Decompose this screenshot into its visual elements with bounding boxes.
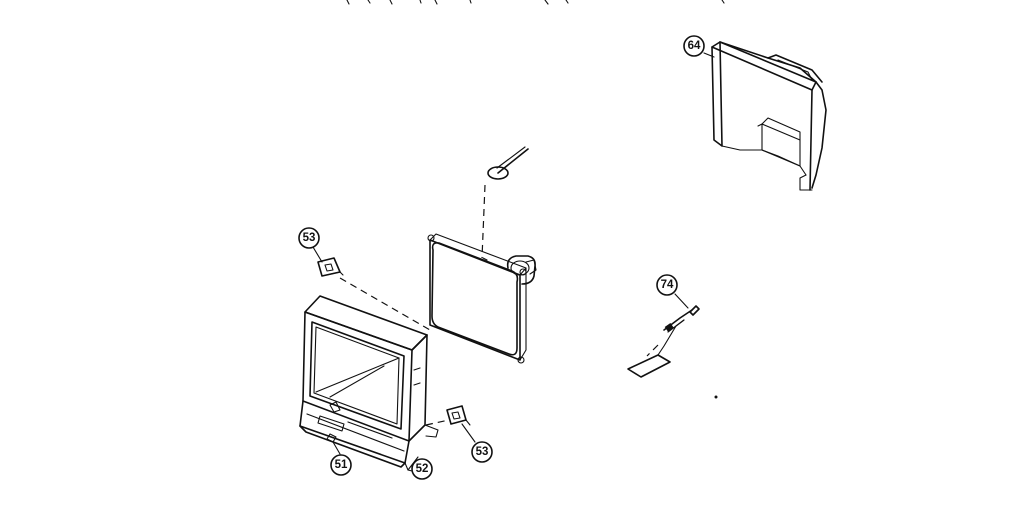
back-cover (711, 41, 827, 191)
picture-tube (427, 233, 537, 364)
callout-label: 64 (688, 40, 701, 52)
callout-label: 52 (416, 463, 429, 475)
top-edge-fragments (346, 0, 725, 5)
leader-lines (312, 52, 715, 471)
stray-mark (714, 395, 718, 399)
callout-53-upper: 53 (298, 227, 320, 249)
callout-label: 53 (476, 446, 489, 458)
callout-label: 51 (335, 459, 348, 471)
callout-64: 64 (683, 35, 705, 57)
callout-label: 74 (661, 279, 674, 291)
anode-cap-wire (487, 146, 529, 180)
callout-label: 53 (303, 232, 316, 244)
callout-51: 51 (330, 454, 352, 476)
bracket-53-upper (317, 257, 344, 277)
assembly-guide-lines (339, 184, 659, 426)
power-cord-assembly (627, 305, 700, 378)
callout-52: 52 (411, 458, 433, 480)
bracket-53-lower (446, 405, 471, 426)
callout-53-lower: 53 (471, 441, 493, 463)
callout-74: 74 (656, 274, 678, 296)
front-cabinet (299, 295, 439, 473)
